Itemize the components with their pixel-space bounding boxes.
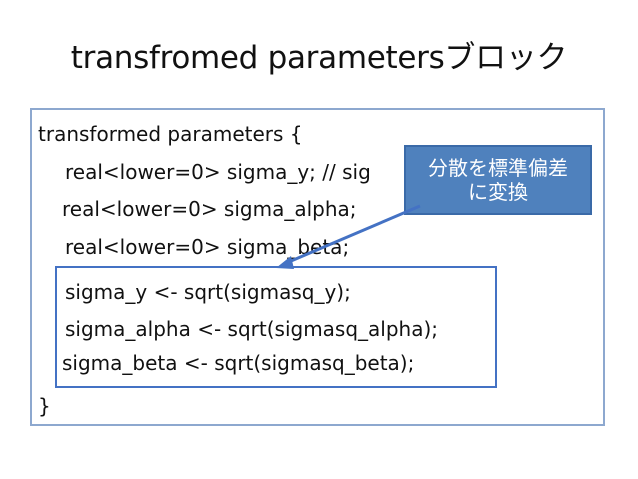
code-line-declare-sigma-alpha: real<lower=0> sigma_alpha; bbox=[62, 197, 357, 221]
slide-title: transfromed parametersブロック bbox=[70, 40, 568, 76]
callout-line-1: 分散を標準偏差 bbox=[428, 156, 568, 180]
code-line-assign-sigma-y: sigma_y <- sqrt(sigmasq_y); bbox=[65, 280, 351, 304]
code-line-assign-sigma-alpha: sigma_alpha <- sqrt(sigmasq_alpha); bbox=[65, 317, 439, 341]
highlight-box bbox=[55, 266, 497, 388]
code-line-declare-sigma-y: real<lower=0> sigma_y; // sig bbox=[65, 160, 371, 184]
code-line-assign-sigma-beta: sigma_beta <- sqrt(sigmasq_beta); bbox=[62, 351, 415, 375]
callout-box: 分散を標準偏差 に変換 bbox=[404, 145, 592, 215]
callout-line-2: に変換 bbox=[468, 180, 528, 204]
code-line-block-open: transformed parameters { bbox=[38, 122, 303, 146]
code-line-block-close: } bbox=[38, 394, 51, 418]
